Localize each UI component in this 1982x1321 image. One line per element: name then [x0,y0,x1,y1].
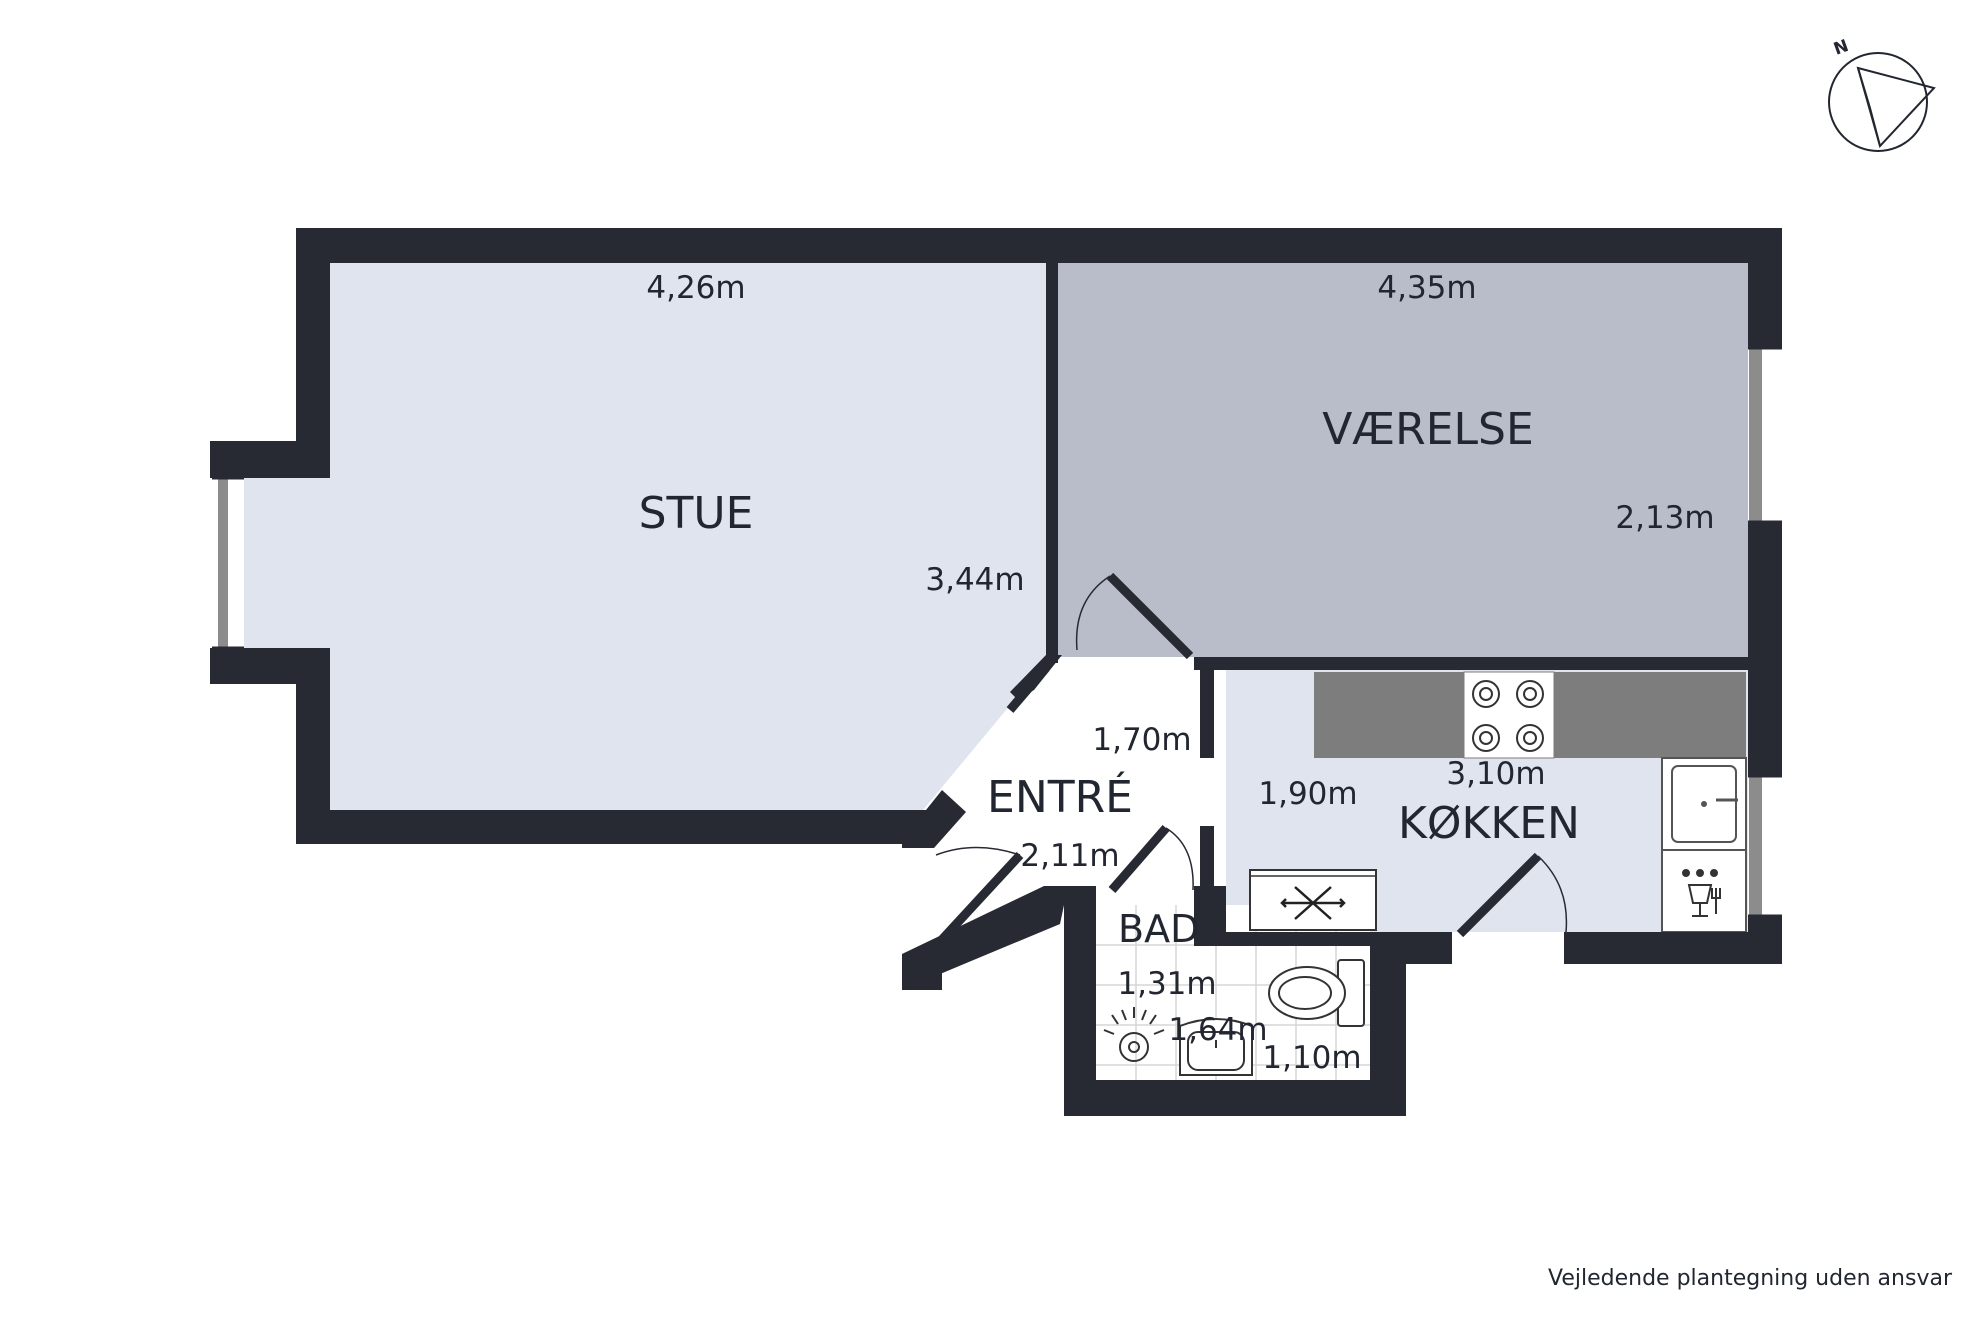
kokken-width: 3,10m [1446,756,1545,792]
door-bad [1108,825,1194,893]
wall-right-mid [1748,522,1782,776]
entre-label: ENTRÉ [987,770,1133,823]
wall-stue-vaerelse [1046,263,1058,663]
stue-label: STUE [639,488,754,539]
wall-bad-bottom [1064,1080,1406,1116]
wall-stue-corner [902,790,966,848]
windows [212,346,1782,918]
vaerelse-width: 4,35m [1377,270,1476,306]
stue-depth: 3,44m [925,562,1024,598]
wall-entre-bottom-stub [902,954,942,990]
window-vaerelse [1748,346,1782,524]
wall-entre-kokken-upper [1200,662,1214,758]
disclaimer-text: Vejledende plantegning uden ansvar [1548,1266,1952,1291]
wall-vaerelse-bottom [1194,657,1754,670]
doors [932,572,1568,950]
bad-label: BAD [1118,907,1199,951]
door-entrance [932,846,1024,950]
wall-bad-top [1226,932,1402,946]
compass-north-label: N [1831,36,1851,60]
wall-bay-left-top [210,441,244,478]
compass-icon: N [1828,36,1936,152]
door-kokken [1456,852,1568,938]
bad-width: 1,31m [1117,966,1216,1002]
bad-depth: 1,64m [1168,1012,1267,1048]
entre-depth: 2,11m [1020,838,1119,874]
dishwasher-icon [1661,849,1747,933]
wall-stue-bottom [296,810,926,844]
bad-extra: 1,10m [1262,1040,1361,1076]
stue-floor [244,263,1046,810]
room-labels: STUE VÆRELSE ENTRÉ KØKKEN BAD [639,404,1580,951]
toilet-icon [1268,959,1365,1027]
kitchen-counter [1314,671,1747,933]
wall-top [296,228,1782,263]
vaerelse-label: VÆRELSE [1322,404,1534,455]
vaerelse-floor [1058,263,1749,657]
dimension-labels: 4,26m 3,44m 4,35m 2,13m 1,70m 2,11m 3,10… [646,270,1714,1076]
wall-entre-angled [902,886,1068,990]
wall-bad-top-left [1194,886,1226,946]
window-kokken [1748,774,1782,918]
vaerelse-depth: 2,13m [1615,500,1714,536]
wall-right-top [1748,228,1782,348]
entre-width: 1,70m [1092,722,1191,758]
wall-bad-left [1064,886,1096,1116]
door-stue [1006,665,1050,713]
window-stue [212,476,244,650]
wall-entre-kokken-lower [1200,826,1214,886]
kokken-label: KØKKEN [1398,798,1580,849]
kitchen-sink-icon [1661,757,1747,851]
kokken-depth: 1,90m [1258,776,1357,812]
wall-kokken-bad-link [1370,932,1452,964]
wall-left-upper [296,228,330,441]
shower-icon [1103,1007,1165,1062]
stove-burners [1472,680,1544,752]
door-vaerelse [1075,572,1194,660]
walls [210,228,1782,1116]
freezer-icon [1249,869,1377,931]
washbasin-icon [1179,1018,1253,1076]
stue-width: 4,26m [646,270,745,306]
stove-icon [1463,671,1555,759]
wall-kokken-bottom-right [1564,932,1782,964]
